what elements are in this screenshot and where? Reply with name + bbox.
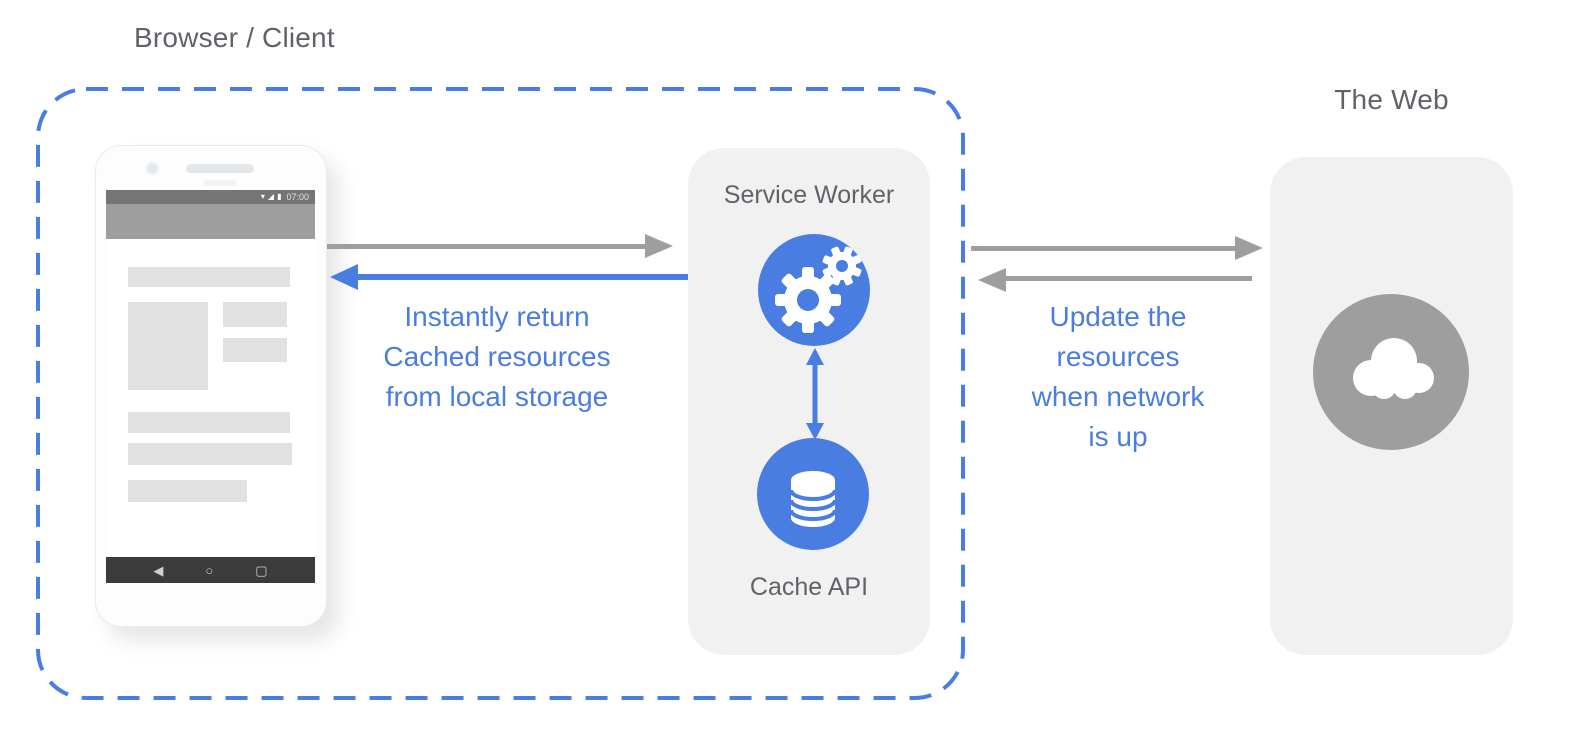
client-boundary-box (36, 87, 965, 700)
service-worker-label: Service Worker (723, 181, 895, 209)
cache-api-badge (757, 438, 869, 550)
battery-icon: ▮ (277, 192, 282, 201)
cached-response-arrow-line (358, 274, 688, 280)
phone-camera-icon (146, 162, 159, 175)
phone-sensor (204, 180, 236, 186)
network-fetch-arrow-line (971, 246, 1235, 251)
note-line: Cached resources (383, 341, 611, 372)
network-response-arrow-head (978, 268, 1006, 292)
request-arrow-head (645, 234, 673, 258)
note-line: is up (1088, 421, 1148, 452)
note-line: when network (1031, 381, 1205, 412)
instant-return-note: Instantly return Cached resources from l… (337, 297, 657, 417)
content-placeholder (223, 338, 287, 362)
request-arrow-line (327, 244, 647, 249)
note-line: from local storage (385, 381, 609, 412)
network-response-arrow-line (1006, 276, 1252, 281)
cached-response-arrow-head (330, 264, 358, 290)
note-line: Instantly return (404, 301, 590, 332)
phone-mockup: ▾ ◢ ▮ 07:00 ◀ ○ ▢ (95, 145, 327, 627)
the-web-panel (1270, 157, 1513, 655)
signal-icon: ◢ (267, 192, 275, 201)
phone-screen: ▾ ◢ ▮ 07:00 ◀ ○ ▢ (106, 190, 315, 583)
the-web-heading: The Web (1334, 84, 1449, 115)
nav-bar: ◀ ○ ▢ (106, 557, 315, 583)
wifi-icon: ▾ (260, 192, 265, 201)
web-cloud-badge (1313, 294, 1469, 450)
gears-icon (775, 246, 862, 333)
status-bar: ▾ ◢ ▮ 07:00 (106, 190, 315, 204)
app-bar (106, 204, 315, 239)
cache-api-label: Cache API (749, 573, 869, 601)
service-worker-gears-badge (758, 234, 870, 346)
content-placeholder (128, 480, 247, 502)
recents-icon: ▢ (255, 562, 268, 578)
content-placeholder (128, 267, 290, 287)
home-icon: ○ (205, 562, 214, 578)
content-placeholder (128, 302, 208, 390)
content-placeholder (128, 412, 290, 433)
phone-speaker (186, 164, 254, 173)
note-line: resources (1056, 341, 1180, 372)
back-icon: ◀ (153, 562, 164, 578)
cloud-icon (1353, 338, 1434, 399)
note-line: Update the (1049, 301, 1187, 332)
status-time: 07:00 (286, 192, 309, 202)
browser-client-heading: Browser / Client (134, 22, 335, 53)
content-placeholder (223, 302, 287, 327)
sw-cache-sync-arrow (806, 348, 824, 440)
service-worker-panel: Service Worker (688, 148, 930, 655)
database-icon (789, 471, 837, 527)
update-resources-note: Update the resources when network is up (1008, 297, 1228, 457)
network-fetch-arrow-head (1235, 236, 1263, 260)
content-placeholder (128, 443, 292, 465)
